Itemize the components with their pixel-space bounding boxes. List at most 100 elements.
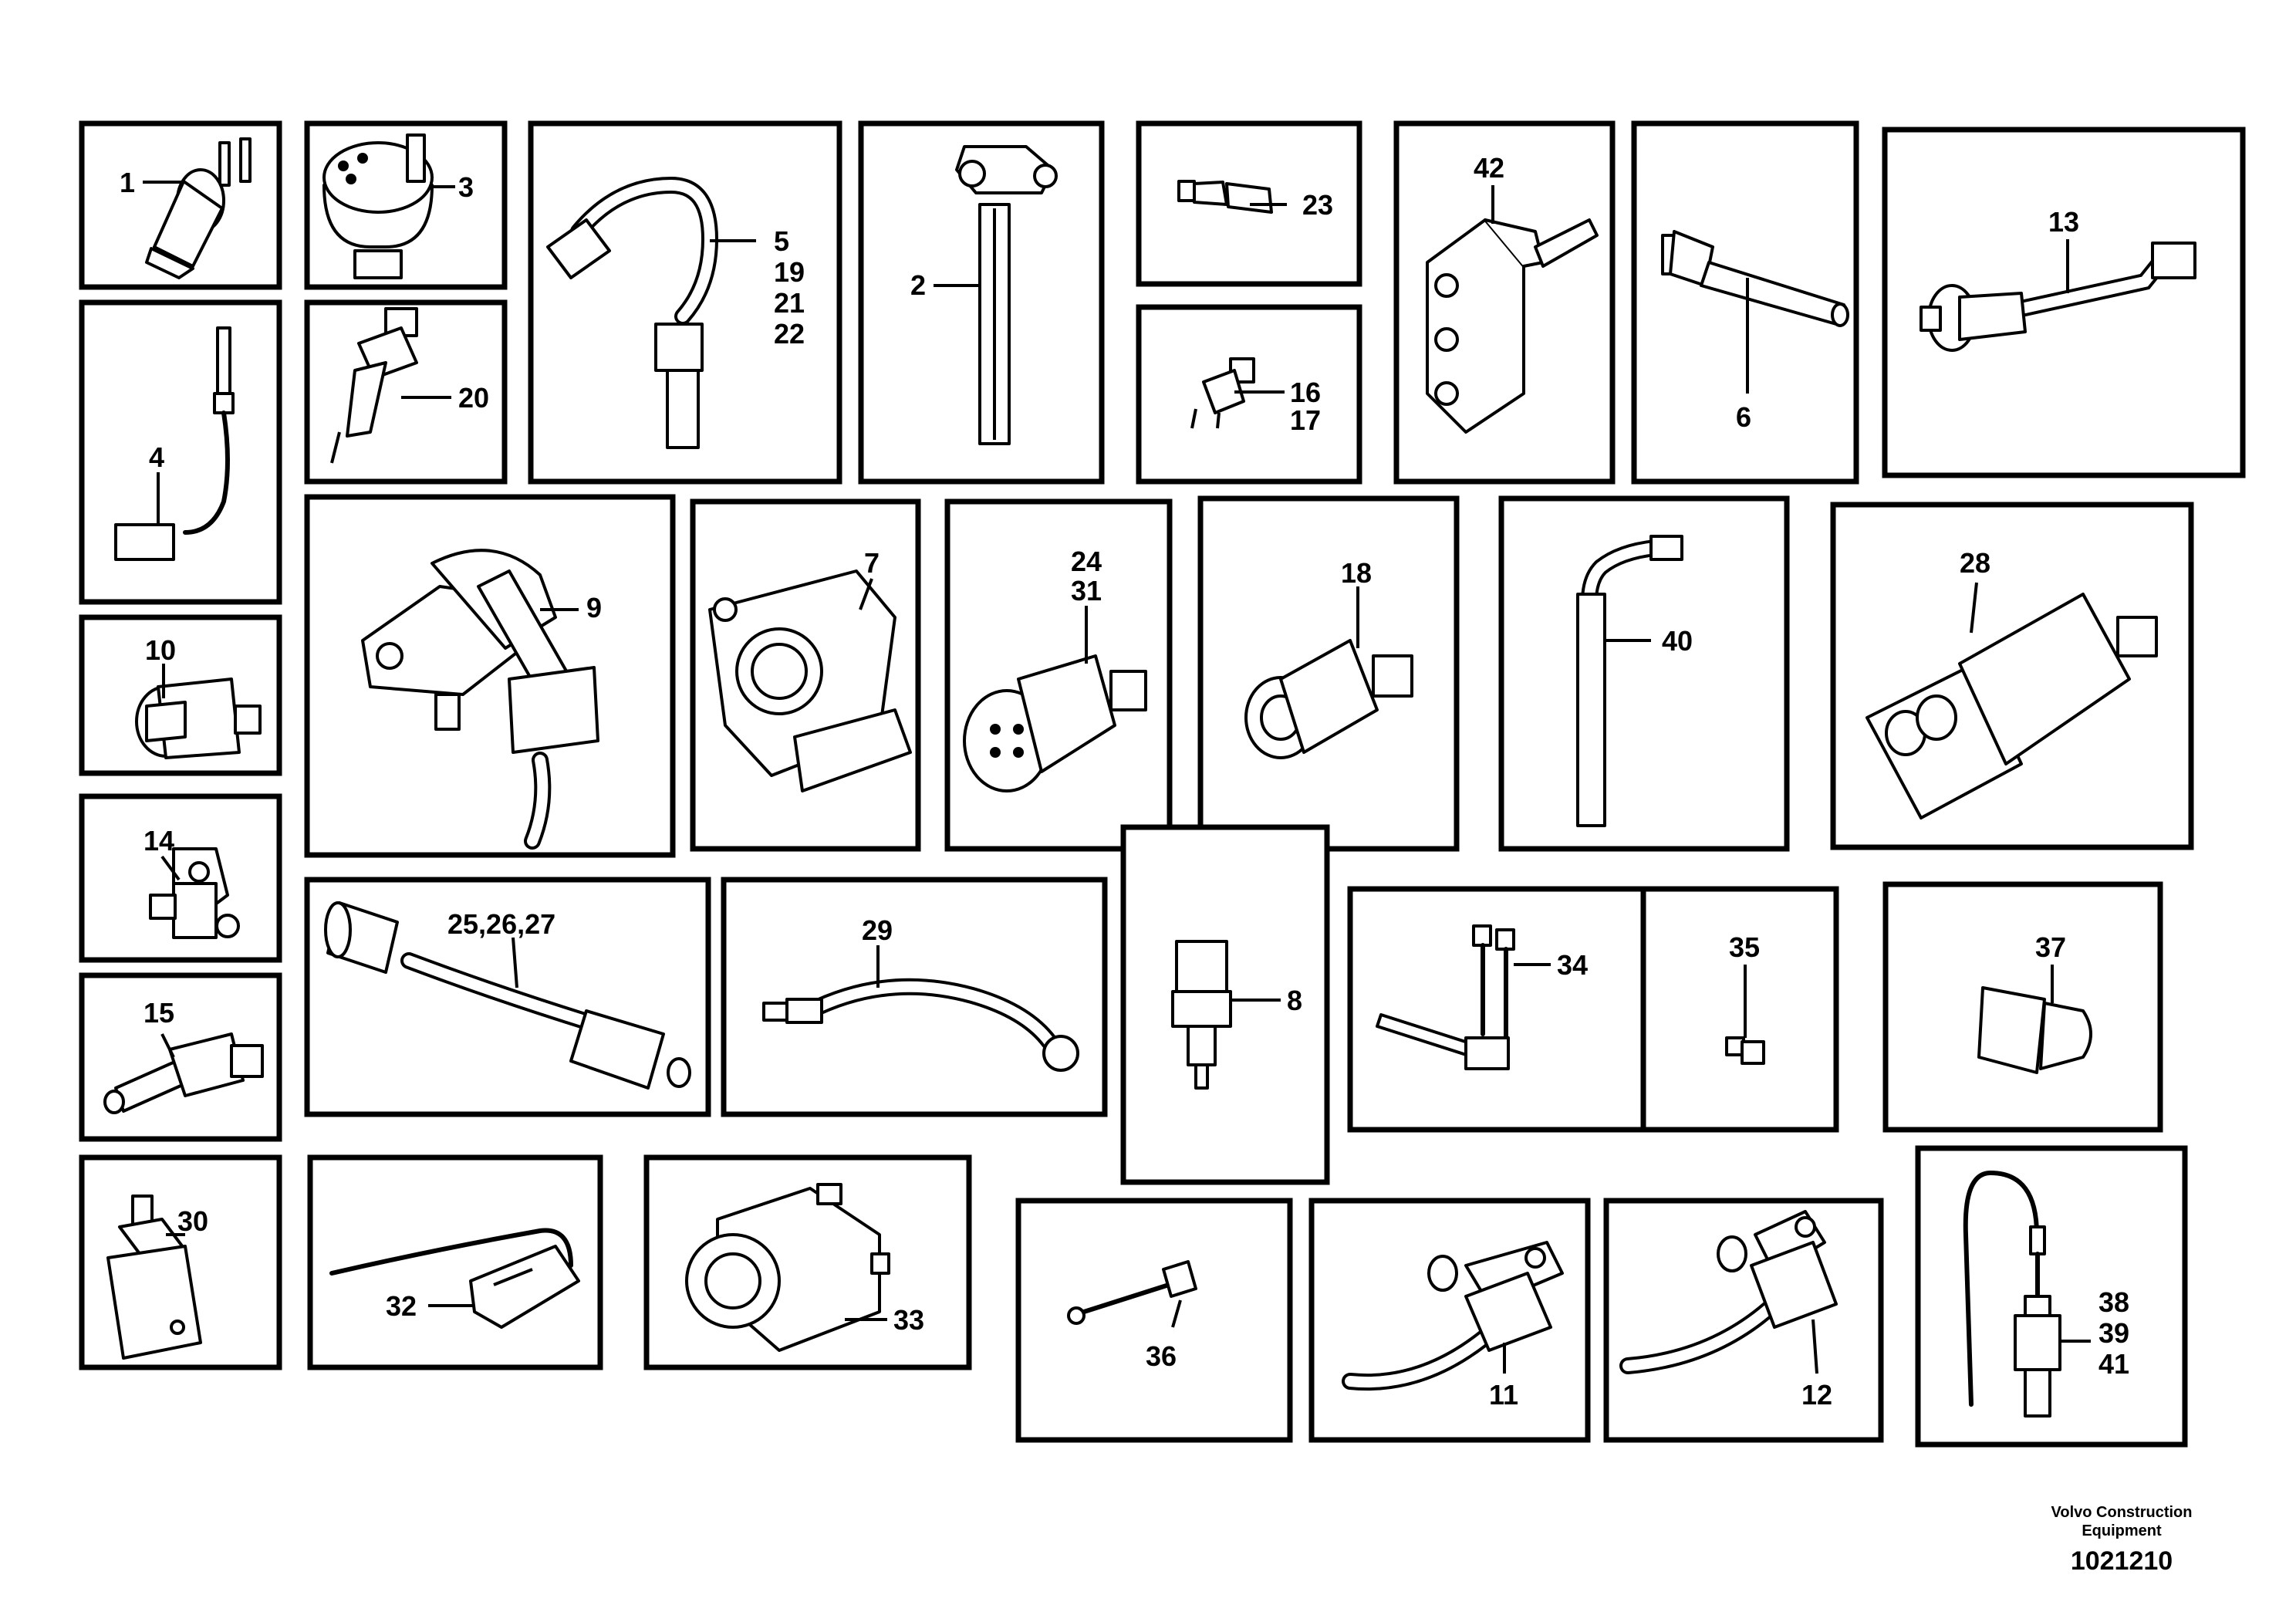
label-18: 18 [1341,557,1372,589]
part-box-18[interactable]: 18 [1197,495,1460,852]
speed-sensor-part-14 [149,847,240,939]
part-box-8[interactable]: 8 [1120,824,1330,1185]
part-box-13[interactable]: 13 [1882,127,2246,478]
probe-part-40 [1576,535,1683,827]
part-box-30[interactable]: 30 [79,1154,282,1370]
part-box-40[interactable]: 40 [1498,495,1790,852]
label-3: 3 [458,171,474,203]
label-25-26-27: 25,26,27 [447,908,555,940]
label-12: 12 [1801,1379,1832,1411]
label-39: 39 [2098,1317,2129,1349]
sensor-housing-part-33 [685,1183,890,1352]
label-14: 14 [144,825,174,857]
switch-part-42 [1426,218,1599,434]
label-10: 10 [145,634,176,666]
temp-sensor-part-4 [114,326,235,561]
part-box-42[interactable]: 42 [1393,120,1616,485]
sensor-part-16 [1190,357,1255,429]
part-box-28[interactable]: 28 [1830,502,2194,850]
label-32: 32 [386,1290,417,1322]
probe-part-36 [1067,1260,1197,1325]
probe-part-34 [1376,924,1515,1070]
label-17: 17 [1290,404,1321,436]
part-box-29[interactable]: 29 [721,877,1108,1117]
label-6: 6 [1736,401,1751,433]
part-box-36[interactable]: 36 [1015,1198,1293,1443]
pressure-sensor-part-10 [135,678,262,759]
pressure-switch-part-28 [1866,593,2158,819]
footer-block: Volvo Construction Equipment 1021210 [2051,1504,2193,1576]
label-34: 34 [1557,949,1588,981]
label-16: 16 [1290,377,1321,408]
part-box-9[interactable]: 9 [304,494,676,858]
glow-sensor-part-20 [330,307,418,464]
label-31: 31 [1071,575,1102,607]
part-box-10[interactable]: 10 [79,614,282,776]
label-13: 13 [2048,206,2079,238]
sensor-housing-part-7 [708,569,912,792]
part-box-25[interactable]: 25,26,27 [304,877,711,1117]
label-9: 9 [586,592,602,623]
part-box-6[interactable]: 6 [1631,120,1859,485]
part-box-23[interactable]: 23 [1136,120,1362,287]
label-8: 8 [1287,985,1302,1016]
pressure-sensor-part-24 [963,654,1147,792]
temp-sensor-part-5 [546,176,719,449]
label-5: 5 [774,225,789,257]
label-29: 29 [862,914,893,946]
part-box-12[interactable]: 12 [1603,1198,1884,1443]
label-19: 19 [774,256,805,288]
label-33: 33 [893,1304,924,1336]
part-box-24[interactable]: 24 31 [944,498,1173,852]
brand-line-1: Volvo Construction [2051,1504,2193,1521]
label-1: 1 [120,167,135,198]
label-30: 30 [177,1205,208,1237]
sensor-part-32 [329,1228,580,1329]
part-box-33[interactable]: 33 [643,1154,972,1370]
sensor-part-35 [1725,1036,1765,1065]
label-15: 15 [144,997,174,1029]
part-box-15[interactable]: 15 [79,972,282,1142]
label-36: 36 [1146,1340,1177,1372]
part-box-3[interactable]: 3 [304,120,508,290]
part-box-2[interactable]: 2 [858,120,1105,485]
sensor-harness-part-13 [1920,242,2196,352]
part-box-37[interactable]: 37 [1882,881,2163,1133]
part-box-20[interactable]: 20 [304,299,508,485]
label-7: 7 [864,547,880,579]
sensor-part-37 [1977,986,2092,1074]
part-box-5[interactable]: 5 19 21 22 [528,120,842,485]
brand-line-2: Equipment [2082,1522,2162,1539]
sensor-part-15 [103,1032,264,1114]
label-38: 38 [2098,1286,2129,1318]
part-box-7[interactable]: 7 [690,498,921,852]
speed-sensor-part-12 [1619,1210,1838,1374]
sensor-cable-part-29 [762,978,1079,1072]
label-20: 20 [458,382,489,414]
label-11: 11 [1489,1379,1518,1411]
part-box-38[interactable]: 38 39 41 [1915,1145,2188,1448]
label-22: 22 [774,318,805,350]
part-box-34[interactable]: 34 [1347,886,1671,1133]
label-4: 4 [149,441,164,473]
label-35: 35 [1729,931,1760,963]
label-37: 37 [2035,931,2066,963]
switch-part-30 [106,1195,202,1360]
level-sensor-part-2 [955,145,1058,445]
label-28: 28 [1960,547,1990,579]
part-box-1[interactable]: 1 [79,120,282,290]
label-42: 42 [1474,152,1504,184]
temp-sensor-part-38 [1963,1170,2061,1418]
part-box-35[interactable]: 35 [1640,886,1839,1133]
part-box-32[interactable]: 32 [307,1154,603,1370]
sensor-part-18 [1244,639,1413,759]
pressure-switch-part-3 [322,133,434,279]
label-21: 21 [774,287,805,319]
label-40: 40 [1662,625,1693,657]
part-box-4[interactable]: 4 [79,299,282,605]
part-box-16[interactable]: 16 17 [1136,304,1362,485]
part-box-11[interactable]: 11 [1308,1198,1591,1443]
label-23: 23 [1302,189,1333,221]
part-box-14[interactable]: 14 [79,793,282,963]
